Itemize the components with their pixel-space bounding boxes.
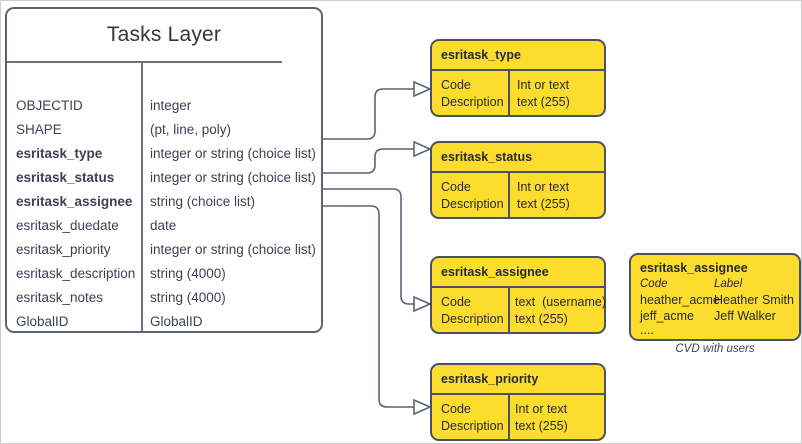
arrowhead-status bbox=[413, 140, 432, 158]
table-row[interactable]: OBJECTID integer bbox=[7, 93, 321, 117]
field-name: esritask_priority bbox=[16, 241, 111, 257]
connector-priority bbox=[323, 205, 414, 408]
cvd-title: esritask_assignee bbox=[640, 261, 748, 275]
domain-right-column: Int or text text (255) bbox=[517, 180, 570, 211]
domain-title: esritask_status bbox=[441, 150, 533, 164]
domain-column-divider bbox=[508, 395, 510, 439]
field-name: SHAPE bbox=[16, 121, 62, 137]
field-name: OBJECTID bbox=[16, 97, 83, 113]
cvd-label-0: Heather Smith bbox=[714, 293, 794, 307]
field-type: integer or string (choice list) bbox=[150, 241, 316, 257]
field-name: esritask_type bbox=[16, 145, 103, 161]
arrowhead-priority bbox=[413, 398, 432, 416]
domain-right-column: text (username) text (255) bbox=[515, 295, 607, 326]
field-name: GlobalID bbox=[16, 313, 69, 329]
domain-title-rule bbox=[432, 286, 604, 288]
field-type: string (4000) bbox=[150, 265, 226, 281]
table-row[interactable]: esritask_type integer or string (choice … bbox=[7, 141, 321, 165]
table-row[interactable]: esritask_notes string (4000) bbox=[7, 285, 321, 309]
field-type: GlobalID bbox=[150, 313, 203, 329]
domain-box-esritask-priority[interactable]: esritask_priority Code Description Int o… bbox=[430, 363, 606, 441]
table-row[interactable]: esritask_description string (4000) bbox=[7, 261, 321, 285]
domain-column-divider bbox=[508, 288, 510, 332]
arrowhead-type bbox=[413, 80, 432, 98]
entity-column-divider bbox=[141, 63, 143, 331]
domain-left-column: Code Description bbox=[441, 402, 504, 433]
domain-left-column: Code Description bbox=[441, 180, 504, 211]
cvd-header-code: Code bbox=[640, 278, 668, 290]
table-row[interactable]: esritask_assignee string (choice list) bbox=[7, 189, 321, 213]
cvd-code-1: jeff_acme bbox=[640, 309, 694, 323]
field-name: esritask_description bbox=[16, 265, 136, 281]
table-row[interactable]: SHAPE (pt, line, poly) bbox=[7, 117, 321, 141]
cvd-code-0: heather_acme bbox=[640, 293, 720, 307]
field-name: esritask_notes bbox=[16, 289, 104, 305]
tasks-layer-entity[interactable]: Tasks Layer OBJECTID integer SHAPE (pt, … bbox=[5, 7, 323, 333]
field-type: integer or string (choice list) bbox=[150, 169, 316, 185]
entity-field-list: OBJECTID integer SHAPE (pt, line, poly) … bbox=[7, 63, 321, 331]
table-row[interactable]: GlobalID GlobalID bbox=[7, 309, 321, 333]
entity-title-rule bbox=[7, 61, 282, 63]
field-type: string (4000) bbox=[150, 289, 226, 305]
domain-box-esritask-assignee[interactable]: esritask_assignee Code Description text … bbox=[430, 256, 606, 334]
domain-title-rule bbox=[432, 171, 604, 173]
domain-box-esritask-status[interactable]: esritask_status Code Description Int or … bbox=[430, 141, 606, 219]
cvd-header-label: Label bbox=[714, 278, 743, 290]
cvd-sample-box[interactable]: esritask_assignee Code Label heather_acm… bbox=[629, 253, 801, 341]
cvd-caption: CVD with users bbox=[675, 343, 755, 355]
cvd-label-1: Jeff Walker bbox=[714, 309, 776, 323]
table-row[interactable]: esritask_priority integer or string (cho… bbox=[7, 237, 321, 261]
field-type: integer or string (choice list) bbox=[150, 145, 316, 161]
field-type: string (choice list) bbox=[150, 193, 256, 209]
table-row[interactable]: esritask_status integer or string (choic… bbox=[7, 165, 321, 189]
cvd-ellipsis: .... bbox=[640, 323, 654, 337]
field-type: integer bbox=[150, 97, 192, 113]
domain-left-column: Code Description bbox=[441, 295, 504, 326]
domain-box-esritask-type[interactable]: esritask_type Code Description Int or te… bbox=[430, 39, 606, 117]
domain-title: esritask_type bbox=[441, 48, 521, 62]
arrowhead-assignee bbox=[413, 295, 432, 313]
domain-column-divider bbox=[508, 173, 510, 217]
field-name: esritask_status bbox=[16, 169, 115, 185]
domain-title-rule bbox=[432, 69, 604, 71]
domain-column-divider bbox=[508, 71, 510, 115]
connector-assignee bbox=[323, 188, 414, 305]
field-name: esritask_duedate bbox=[16, 217, 119, 233]
field-type: (pt, line, poly) bbox=[150, 121, 232, 137]
entity-title: Tasks Layer bbox=[106, 23, 222, 46]
domain-right-column: Int or text text (255) bbox=[517, 78, 570, 109]
domain-title: esritask_assignee bbox=[441, 265, 549, 279]
connector-status bbox=[323, 148, 414, 174]
domain-right-column: Int or text text (255) bbox=[515, 402, 568, 433]
domain-title-rule bbox=[432, 393, 604, 395]
field-type: date bbox=[150, 217, 177, 233]
domain-left-column: Code Description bbox=[441, 78, 504, 109]
domain-title: esritask_priority bbox=[441, 372, 539, 386]
field-name: esritask_assignee bbox=[16, 193, 133, 209]
table-row[interactable]: esritask_duedate date bbox=[7, 213, 321, 237]
